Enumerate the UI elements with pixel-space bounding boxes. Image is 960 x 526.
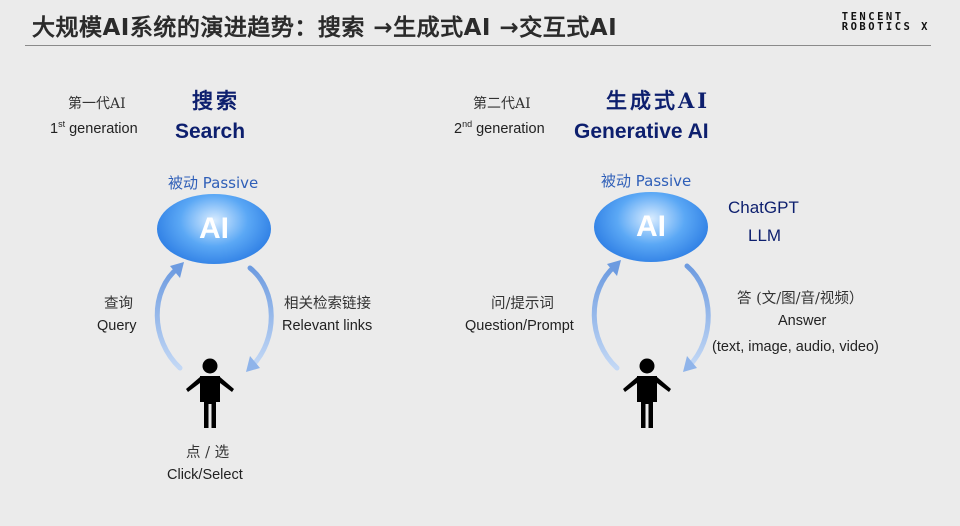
gen2-question-en: Question/Prompt bbox=[465, 318, 574, 334]
page-title: 大规模AI系统的演进趋势：搜索 →生成式AI →交互式AI bbox=[32, 15, 618, 41]
gen1-ai-text: AI bbox=[199, 212, 229, 245]
person-icon bbox=[186, 358, 234, 428]
curved-arrow-icon bbox=[246, 265, 274, 372]
gen2-ordinal-suffix: nd bbox=[462, 119, 473, 129]
title-divider bbox=[25, 45, 931, 46]
gen2-ordinal-num: 2 bbox=[454, 120, 463, 137]
gen2-answer-en: Answer bbox=[778, 313, 827, 329]
gen2-label-cn: 第二代AI bbox=[473, 96, 531, 112]
gen1-ai-node: AI bbox=[157, 194, 271, 264]
gen1-generation-word: generation bbox=[65, 120, 138, 137]
curved-arrow-icon bbox=[683, 263, 711, 372]
gen1-ordinal-num: 1 bbox=[50, 120, 59, 137]
gen2-mode: 被动 Passive bbox=[601, 172, 692, 190]
gen2-ai-node: AI bbox=[594, 192, 708, 262]
gen1-label-cn: 第一代AI bbox=[68, 96, 126, 112]
gen1-label-en: 1st generation bbox=[50, 119, 138, 137]
logo-line-2: ROBOTICS X bbox=[841, 21, 930, 33]
gen1-ordinal-suffix: st bbox=[58, 119, 66, 129]
gen1-name-cn: 搜索 bbox=[192, 88, 240, 113]
tencent-robotics-logo: TENCENT ROBOTICS X bbox=[841, 11, 930, 33]
gen2-generation-word: generation bbox=[472, 120, 545, 137]
gen1-mode: 被动 Passive bbox=[168, 174, 259, 192]
gen2-ai-text: AI bbox=[636, 210, 666, 243]
gen1-links-en: Relevant links bbox=[282, 318, 373, 334]
logo-line-1: TENCENT bbox=[841, 11, 904, 23]
gen1-click-cn: 点 / 选 bbox=[186, 445, 230, 461]
gen1-query-cn: 查询 bbox=[104, 296, 133, 312]
person-icon bbox=[623, 358, 671, 428]
gen2-name-cn: 生成式AI bbox=[606, 88, 711, 113]
gen1-query-en: Query bbox=[97, 318, 137, 334]
gen2-question-cn: 问/提示词 bbox=[491, 296, 554, 312]
gen1-links-cn: 相关检索链接 bbox=[284, 296, 371, 312]
gen1-name-en: Search bbox=[175, 120, 246, 143]
gen2-tool-llm: LLM bbox=[748, 226, 782, 245]
gen2-tool-chatgpt: ChatGPT bbox=[728, 198, 799, 217]
gen2-label-en: 2nd generation bbox=[454, 119, 545, 137]
curved-arrow-icon bbox=[591, 260, 621, 371]
curved-arrow-icon bbox=[154, 262, 184, 371]
gen2-name-en: Generative AI bbox=[574, 120, 709, 143]
gen2-answer-cn: 答 (文/图/音/视频） bbox=[737, 291, 864, 307]
gen1-click-en: Click/Select bbox=[167, 467, 243, 483]
gen2-answer-media: (text, image, audio, video) bbox=[712, 339, 879, 355]
